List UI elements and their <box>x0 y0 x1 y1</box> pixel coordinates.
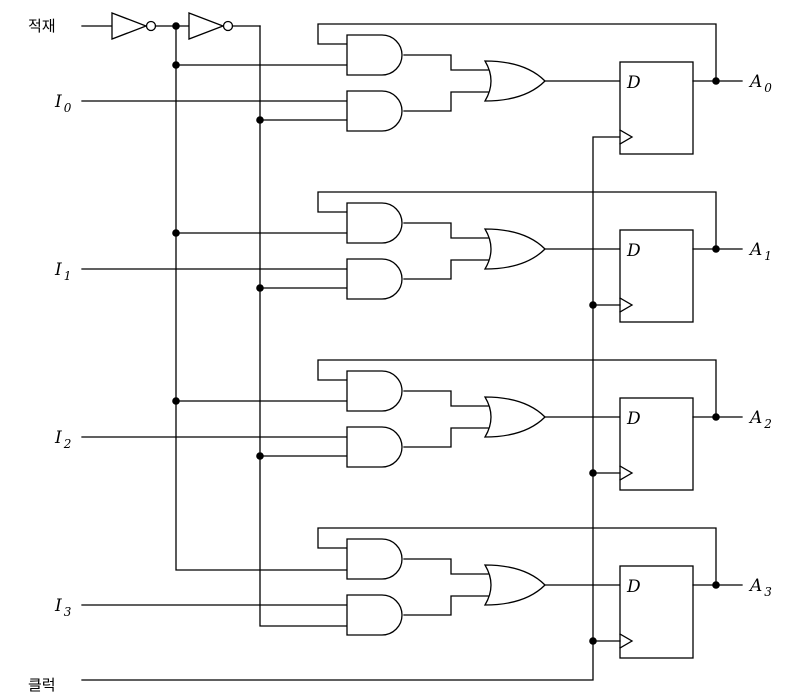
and-or-wire <box>403 558 489 575</box>
or-gate <box>483 228 546 270</box>
junction-dot <box>589 637 597 645</box>
d-input-label: D <box>626 577 641 597</box>
feedback-wire <box>317 359 717 418</box>
inverter-2-bubble <box>222 20 234 32</box>
junction-dot <box>712 581 720 589</box>
and-or-wire <box>403 54 489 71</box>
and-gate-load <box>346 90 403 132</box>
junction-dot <box>172 397 180 405</box>
load-label: 적재 <box>28 17 56 35</box>
and-gate-load <box>346 426 403 468</box>
and-gate-load <box>346 258 403 300</box>
and-or-wire <box>403 390 489 407</box>
clock-line <box>81 136 621 681</box>
d-flip-flop <box>619 565 694 659</box>
junction-dot <box>589 301 597 309</box>
load-bus <box>259 25 350 627</box>
feedback-wire <box>317 23 717 82</box>
junction-dot <box>256 284 264 292</box>
clock-label: 클럭 <box>28 676 56 694</box>
and-gate-hold <box>346 370 403 412</box>
d-flip-flop <box>619 229 694 323</box>
feedback-wire <box>317 527 717 586</box>
clock-triangle <box>619 297 634 313</box>
or-gate <box>483 564 546 606</box>
clock-triangle <box>619 633 634 649</box>
or-gate <box>483 396 546 438</box>
junction-dot <box>256 452 264 460</box>
junction-dot <box>172 229 180 237</box>
load-inverter-chain <box>81 12 261 40</box>
d-input-label: D <box>626 241 641 261</box>
and-or-wire <box>403 427 489 448</box>
junction-dot <box>589 469 597 477</box>
junction-dot <box>712 77 720 85</box>
and-gate-load <box>346 594 403 636</box>
and-or-wire <box>403 91 489 112</box>
d-flip-flop <box>619 397 694 491</box>
and-or-wire <box>403 595 489 616</box>
junction-dot <box>256 116 264 124</box>
junction-dot <box>712 413 720 421</box>
d-input-label: D <box>626 409 641 429</box>
d-input-label: D <box>626 73 641 93</box>
feedback-wire <box>317 191 717 250</box>
d-flip-flop <box>619 61 694 155</box>
junction-dot <box>712 245 720 253</box>
and-or-wire <box>403 222 489 239</box>
clock-triangle <box>619 465 634 481</box>
inverter-2 <box>188 12 225 40</box>
clock-triangle <box>619 129 634 145</box>
and-gate-hold <box>346 538 403 580</box>
inverter-1-bubble <box>145 20 157 32</box>
and-gate-hold <box>346 34 403 76</box>
and-or-wire <box>403 259 489 280</box>
or-gate <box>483 60 546 102</box>
junction-dot <box>172 61 180 69</box>
inverter-1 <box>111 12 148 40</box>
and-gate-hold <box>346 202 403 244</box>
junction-dot <box>172 22 180 30</box>
load-not-bus <box>175 25 350 571</box>
